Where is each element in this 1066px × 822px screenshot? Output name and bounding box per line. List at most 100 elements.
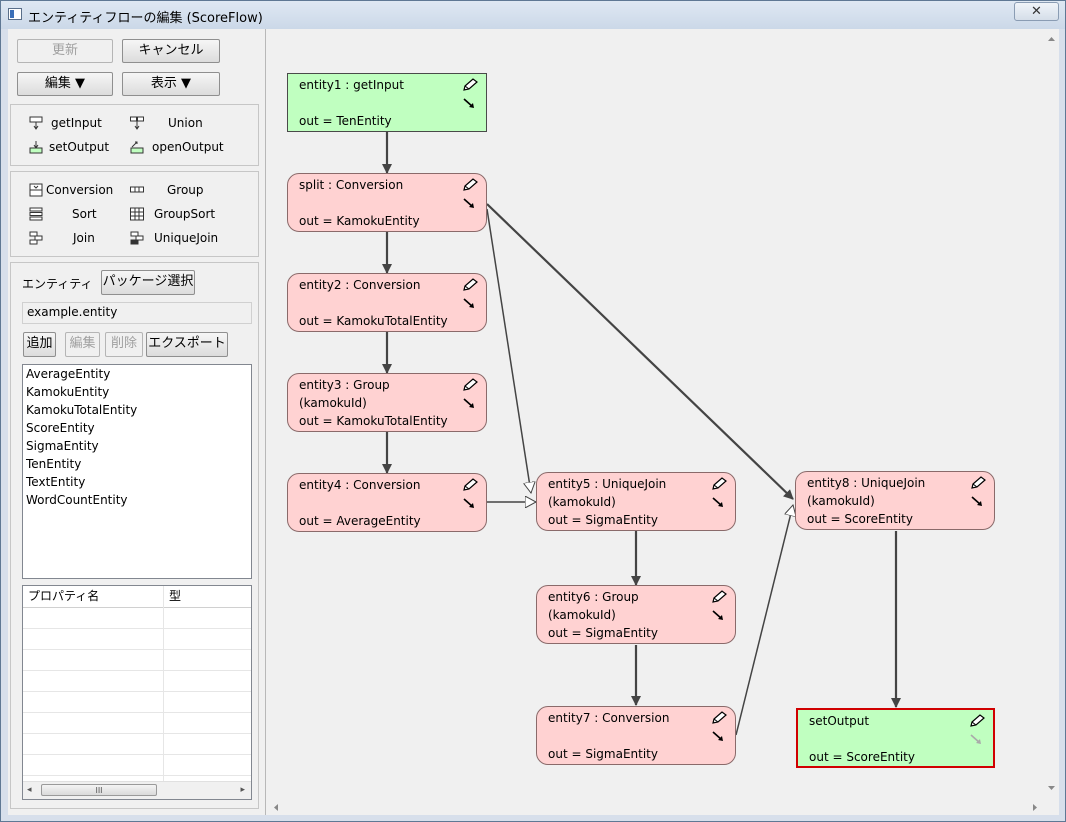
edge-entity7-entity8 [735, 505, 793, 736]
view-menu-button[interactable]: 表示 ▼ [122, 72, 220, 96]
node-entity8[interactable]: entity8 : UniqueJoin (kamokuId) out = Sc… [795, 471, 995, 530]
pencil-icon[interactable] [711, 477, 727, 491]
node-title: entity8 : UniqueJoin [807, 476, 926, 490]
flow-canvas[interactable]: entity1 : getInput out = TenEntity split… [265, 29, 1059, 815]
palette-group-sort[interactable]: GroupSort [154, 207, 216, 221]
palette-unique-join[interactable]: UniqueJoin [154, 231, 219, 245]
palette-join[interactable]: Join [73, 231, 95, 245]
connect-arrow-icon[interactable] [970, 494, 984, 508]
list-item[interactable]: ScoreEntity [26, 421, 95, 435]
set-output-icon [29, 141, 43, 154]
node-key: (kamokuId) [299, 396, 367, 410]
palette-open-output[interactable]: openOutput [152, 140, 224, 154]
connect-arrow-icon[interactable] [462, 396, 476, 410]
edit-entity-button[interactable]: 編集 [65, 332, 100, 357]
node-title: entity3 : Group [299, 378, 390, 392]
palette-conversion[interactable]: Conversion [46, 183, 114, 197]
connect-arrow-icon[interactable] [711, 729, 725, 743]
pencil-icon[interactable] [711, 711, 727, 725]
list-item[interactable]: TextEntity [26, 475, 86, 489]
node-title: entity4 : Conversion [299, 478, 421, 492]
pencil-icon[interactable] [462, 78, 478, 92]
list-item[interactable]: KamokuEntity [26, 385, 110, 399]
node-entity1[interactable]: entity1 : getInput out = TenEntity [287, 73, 487, 132]
list-item[interactable]: TenEntity [26, 457, 82, 471]
pencil-icon[interactable] [462, 478, 478, 492]
list-item[interactable]: WordCountEntity [26, 493, 128, 507]
table-horizontal-scrollbar[interactable]: ◂ III ▸ [23, 781, 251, 799]
cancel-button[interactable]: キャンセル [122, 39, 220, 63]
add-entity-button[interactable]: 追加 [23, 332, 56, 357]
node-output: out = ScoreEntity [807, 512, 913, 526]
node-entity3[interactable]: entity3 : Group (kamokuId) out = KamokuT… [287, 373, 487, 432]
node-set-output[interactable]: setOutput out = ScoreEntity [796, 708, 995, 768]
connect-arrow-icon[interactable] [711, 608, 725, 622]
connect-arrow-icon[interactable] [462, 496, 476, 510]
export-button[interactable]: エクスポート [146, 332, 228, 357]
column-header-type[interactable]: 型 [169, 589, 182, 603]
palette-set-output[interactable]: setOutput [49, 140, 110, 154]
column-divider [163, 586, 164, 799]
node-title: entity7 : Conversion [548, 711, 670, 725]
node-key: (kamokuId) [548, 495, 616, 509]
connect-arrow-icon[interactable] [711, 495, 725, 509]
node-entity6[interactable]: entity6 : Group (kamokuId) out = SigmaEn… [536, 585, 736, 644]
window-title: エンティティフローの編集 (ScoreFlow) [28, 11, 263, 26]
column-header-property-name[interactable]: プロパティ名 [28, 589, 100, 603]
refresh-button[interactable]: 更新 [17, 39, 113, 63]
close-button[interactable]: ✕ [1014, 2, 1059, 21]
table-row [23, 670, 251, 671]
scroll-right-icon[interactable]: ▸ [240, 785, 245, 795]
title-bar[interactable]: エンティティフローの編集 (ScoreFlow) ✕ [1, 1, 1065, 29]
palette-get-input[interactable]: getInput [51, 116, 102, 130]
connect-arrow-icon[interactable] [462, 296, 476, 310]
edit-menu-button[interactable]: 編集 ▼ [17, 72, 113, 96]
connect-arrow-icon[interactable] [462, 196, 476, 210]
connect-arrow-icon[interactable] [462, 96, 476, 110]
scroll-left-icon [274, 804, 278, 811]
node-entity7[interactable]: entity7 : Conversion out = SigmaEntity [536, 706, 736, 765]
palette-group[interactable]: Group [167, 183, 204, 197]
node-key: (kamokuId) [807, 494, 875, 508]
io-palette: getInput Union setOutput openOutput [10, 104, 259, 166]
table-row [23, 628, 251, 629]
node-output: out = AverageEntity [299, 514, 421, 528]
node-entity5[interactable]: entity5 : UniqueJoin (kamokuId) out = Si… [536, 472, 736, 531]
pencil-icon[interactable] [711, 590, 727, 604]
node-entity4[interactable]: entity4 : Conversion out = AverageEntity [287, 473, 487, 532]
node-output: out = SigmaEntity [548, 626, 658, 640]
list-item[interactable]: SigmaEntity [26, 439, 99, 453]
list-item[interactable]: KamokuTotalEntity [26, 403, 138, 417]
node-output: out = SigmaEntity [548, 747, 658, 761]
header-divider [23, 607, 251, 608]
palette-union[interactable]: Union [168, 116, 203, 130]
package-select-button[interactable]: パッケージ選択 [101, 270, 195, 295]
package-field[interactable]: example.entity [22, 302, 252, 324]
scroll-right-icon [1033, 804, 1037, 811]
node-title: entity5 : UniqueJoin [548, 477, 667, 491]
entity-list[interactable]: AverageEntity KamokuEntity KamokuTotalEn… [22, 364, 252, 579]
node-entity2[interactable]: entity2 : Conversion out = KamokuTotalEn… [287, 273, 487, 332]
list-item[interactable]: AverageEntity [26, 367, 111, 381]
pencil-icon[interactable] [462, 278, 478, 292]
property-table[interactable]: プロパティ名 型 ◂ III ▸ [22, 585, 252, 800]
canvas-horizontal-scrollbar[interactable] [266, 800, 1045, 815]
scroll-left-icon[interactable]: ◂ [27, 785, 32, 795]
scroll-thumb[interactable]: III [41, 784, 157, 796]
pencil-icon[interactable] [969, 714, 985, 728]
node-output: out = SigmaEntity [548, 513, 658, 527]
node-split[interactable]: split : Conversion out = KamokuEntity [287, 173, 487, 232]
pencil-icon[interactable] [970, 476, 986, 490]
pencil-icon[interactable] [462, 378, 478, 392]
palette-sort[interactable]: Sort [72, 207, 97, 221]
delete-entity-button[interactable]: 削除 [105, 332, 143, 357]
canvas-vertical-scrollbar[interactable] [1044, 29, 1059, 799]
pencil-icon[interactable] [462, 178, 478, 192]
node-output: out = KamokuTotalEntity [299, 414, 448, 428]
node-output: out = ScoreEntity [809, 750, 915, 764]
unique-join-icon [130, 231, 144, 245]
table-row [23, 775, 251, 776]
connect-arrow-icon [970, 734, 981, 744]
sort-icon [29, 207, 43, 221]
